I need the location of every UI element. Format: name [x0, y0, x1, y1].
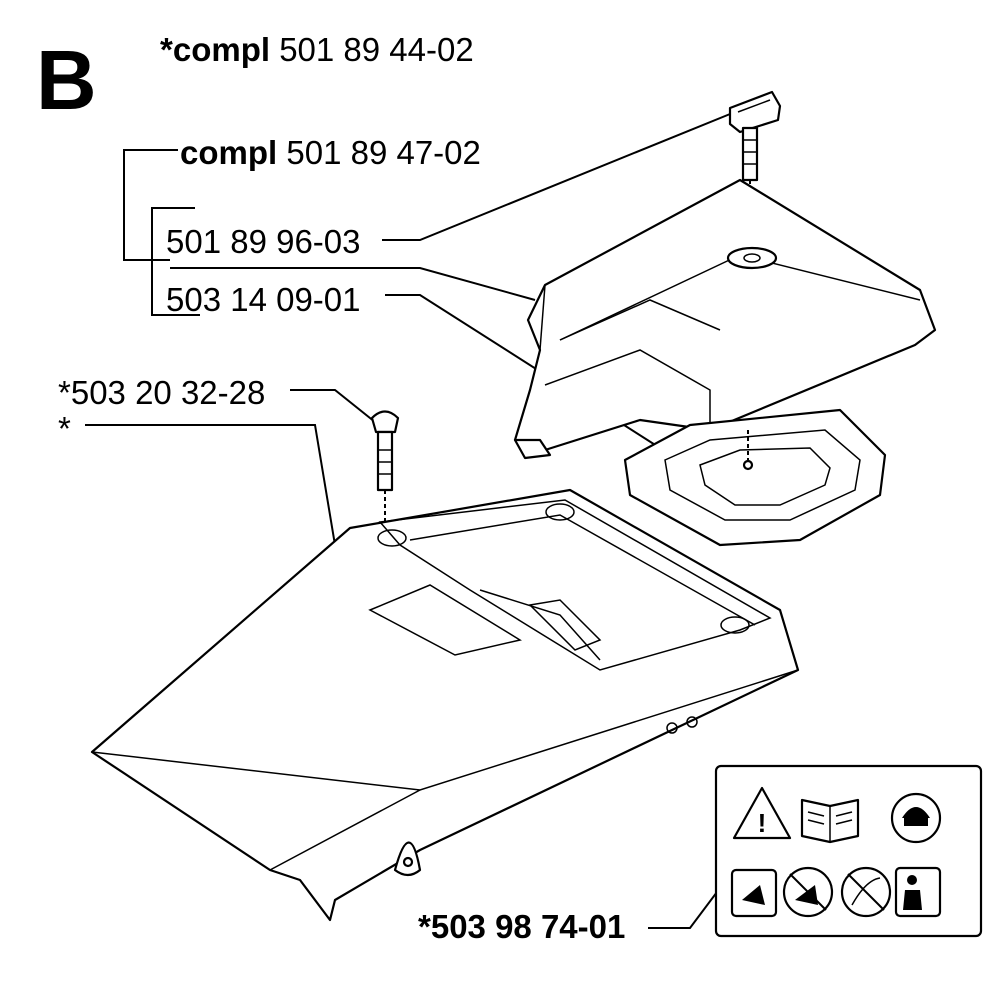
- two-hand-grip-icon: [894, 866, 942, 918]
- part-1-label: 501 89 96-03: [166, 223, 361, 260]
- assembly-sub-number: 501 89 47-02: [286, 134, 481, 171]
- no-one-hand-use-icon: [782, 866, 834, 918]
- leader-lines: [85, 111, 736, 929]
- no-branch-contact-icon: [840, 866, 892, 918]
- assembly-main-prefix: *compl: [160, 31, 271, 68]
- assembly-main-label: *compl 501 89 44-02: [160, 33, 474, 66]
- gasket-plate: [623, 408, 887, 547]
- kickback-warning-icon: [730, 868, 778, 918]
- svg-text:!: !: [758, 808, 767, 838]
- part-2-label: 503 14 09-01: [166, 281, 361, 318]
- section-letter: B: [36, 33, 97, 127]
- cover-screw: [370, 410, 400, 530]
- assembly-sub-prefix: compl: [180, 134, 278, 171]
- manual-book-icon: [800, 798, 860, 844]
- upper-cover: [513, 178, 937, 460]
- warning-triangle-icon: !: [732, 786, 792, 840]
- main-cover: [90, 488, 800, 922]
- cover-label: *: [58, 410, 71, 447]
- head-protection-icon: [890, 792, 942, 844]
- screw-label: *503 20 32-28: [58, 374, 266, 411]
- decal-label: *503 98 74-01: [418, 908, 626, 945]
- assembly-main-number: 501 89 44-02: [279, 31, 474, 68]
- assembly-sub-label: compl 501 89 47-02: [180, 136, 481, 169]
- warning-decal: !: [714, 764, 983, 938]
